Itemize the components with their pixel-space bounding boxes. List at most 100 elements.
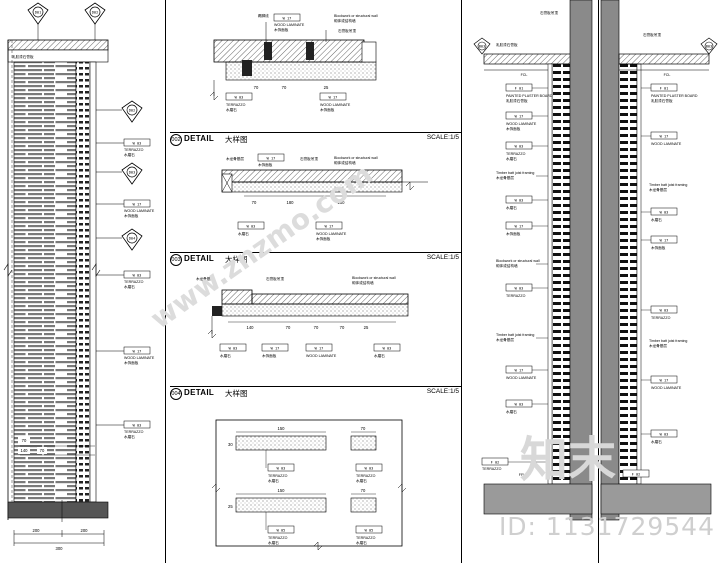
svg-text:25: 25: [364, 325, 369, 330]
svg-text:砌体或结构墙: 砌体或结构墙: [334, 18, 356, 23]
svg-text:W 17: W 17: [660, 379, 669, 383]
svg-text:水磨石: 水磨石: [506, 205, 517, 210]
svg-text:石膏板吊顶: 石膏板吊顶: [540, 10, 558, 15]
svg-text:W 03: W 03: [235, 96, 244, 100]
svg-text:300: 300: [56, 546, 64, 551]
svg-text:D02: D02: [92, 11, 99, 15]
svg-text:Blockwork or structural wall: Blockwork or structural wall: [334, 14, 378, 18]
svg-text:木饰面板: 木饰面板: [316, 236, 331, 241]
svg-text:W 17: W 17: [660, 239, 669, 243]
svg-text:Blockwork or structural wall: Blockwork or structural wall: [496, 259, 540, 263]
svg-text:木饰面板: 木饰面板: [258, 162, 273, 167]
svg-text:砌体或结构墙: 砌体或结构墙: [334, 160, 356, 165]
svg-text:W 17: W 17: [271, 347, 280, 351]
svg-text:TERRAZZO: TERRAZZO: [124, 148, 144, 152]
svg-text:TERRAZZO: TERRAZZO: [356, 474, 376, 478]
svg-text:W 03: W 03: [133, 142, 142, 146]
svg-text:W 03: W 03: [383, 347, 392, 351]
detail-002-drawing: 木龙骨基层 W 17 木饰面板 石膏板吊顶 Blockwork or struc…: [221, 153, 428, 241]
svg-text:D02: D02: [129, 109, 136, 113]
svg-text:W 03: W 03: [660, 433, 669, 437]
svg-text:TERRAZZO: TERRAZZO: [482, 467, 502, 471]
svg-text:水磨石: 水磨石: [226, 107, 237, 112]
svg-text:W 03: W 03: [365, 467, 374, 471]
svg-text:水磨石: 水磨石: [268, 478, 279, 483]
svg-text:水磨石: 水磨石: [506, 409, 517, 414]
svg-text:B03: B03: [479, 45, 486, 49]
svg-text:W 05: W 05: [365, 529, 374, 533]
detail-scale: SCALE:1/5: [426, 388, 459, 395]
callout-d03: D03: [121, 162, 143, 185]
detail-title-cn: 大样图: [225, 135, 248, 144]
svg-text:180: 180: [287, 200, 295, 205]
svg-text:D04: D04: [129, 237, 136, 241]
svg-text:W 17: W 17: [515, 115, 524, 119]
detail-scale: SCALE:1/5: [426, 254, 459, 261]
svg-text:TERRAZZO: TERRAZZO: [124, 430, 144, 434]
watermark-id: ID: 1131729544: [498, 512, 715, 541]
svg-text:WOOD LAMINATE: WOOD LAMINATE: [274, 23, 305, 27]
svg-text:W 03: W 03: [660, 309, 669, 313]
detail-header-004: 004 DETAIL 大样图 SCALE:1/5: [170, 386, 462, 401]
svg-text:30: 30: [228, 442, 233, 447]
svg-text:70: 70: [361, 488, 366, 493]
svg-text:200: 200: [81, 528, 89, 533]
svg-text:Timber batt joist framing: Timber batt joist framing: [496, 171, 534, 175]
svg-text:木饰面板: 木饰面板: [274, 27, 289, 32]
svg-text:WOOD LAMINATE: WOOD LAMINATE: [320, 103, 351, 107]
svg-text:W 03: W 03: [133, 274, 142, 278]
svg-text:W 03: W 03: [277, 467, 286, 471]
svg-text:W 03: W 03: [247, 225, 256, 229]
detail-number: 003: [170, 254, 182, 266]
svg-text:W 17: W 17: [315, 347, 324, 351]
svg-text:D01: D01: [35, 11, 42, 15]
detail-scale: SCALE:1/5: [426, 134, 459, 141]
detail-title: DETAIL: [184, 134, 215, 143]
svg-text:木饰面板: 木饰面板: [262, 353, 277, 358]
svg-text:木饰面板: 木饰面板: [506, 126, 521, 131]
svg-text:Timber batt joist framing: Timber batt joist framing: [649, 183, 687, 187]
svg-text:水磨石: 水磨石: [356, 478, 367, 483]
svg-text:TERRAZZO: TERRAZZO: [268, 474, 288, 478]
svg-text:Timber batt joist framing: Timber batt joist framing: [496, 333, 534, 337]
detail-001-drawing: 踢脚线 W 17 WOOD LAMINATE 木饰面板 Blockwork or…: [209, 13, 378, 112]
svg-text:木饰面板: 木饰面板: [124, 360, 139, 365]
svg-text:W 03: W 03: [515, 199, 524, 203]
svg-text:木龙骨基层: 木龙骨基层: [496, 337, 514, 342]
svg-text:F 02: F 02: [632, 473, 641, 477]
tag-w03-b: W 03 TERRAZZO 水磨石: [96, 270, 151, 289]
svg-text:Timber batt joist framing: Timber batt joist framing: [649, 339, 687, 343]
tag-w03-c: W 03 TERRAZZO 水磨石: [96, 420, 151, 439]
svg-text:25: 25: [324, 85, 329, 90]
svg-text:W 17: W 17: [660, 135, 669, 139]
detail-title-cn: 大样图: [225, 255, 248, 264]
svg-text:D03: D03: [129, 171, 136, 175]
panel-divider-3: [598, 0, 599, 563]
svg-text:W 03: W 03: [133, 424, 142, 428]
svg-text:W 17: W 17: [283, 17, 292, 21]
svg-text:Blockwork or structural wall: Blockwork or structural wall: [352, 276, 396, 280]
svg-text:木龙骨基层: 木龙骨基层: [496, 175, 514, 180]
panel-divider-2: [461, 0, 462, 563]
detail-004-drawing: 150 30 70 W 03 TERRAZZO 水磨石 W 03 TERRAZZ…: [211, 419, 407, 551]
svg-text:FCL: FCL: [664, 73, 671, 77]
detail-number: 004: [170, 388, 182, 400]
svg-text:F 01: F 01: [660, 87, 669, 91]
svg-text:70: 70: [361, 426, 366, 431]
svg-text:70: 70: [22, 438, 27, 443]
svg-text:木饰面板: 木饰面板: [124, 213, 139, 218]
callout-d02: D02: [84, 2, 106, 25]
svg-text:W 17: W 17: [267, 157, 276, 161]
svg-text:140: 140: [21, 448, 29, 453]
svg-text:乳胶漆石膏板: 乳胶漆石膏板: [506, 98, 528, 103]
svg-text:70: 70: [286, 325, 291, 330]
svg-text:水磨石: 水磨石: [124, 434, 135, 439]
svg-text:TERRAZZO: TERRAZZO: [226, 103, 246, 107]
svg-text:W 17: W 17: [329, 96, 338, 100]
svg-text:140: 140: [247, 325, 255, 330]
svg-text:WOOD LAMINATE: WOOD LAMINATE: [316, 232, 347, 236]
svg-text:WOOD LAMINATE: WOOD LAMINATE: [124, 209, 155, 213]
detail-header-002: 002 DETAIL 大样图 SCALE:1/5: [170, 132, 462, 147]
svg-text:180: 180: [338, 200, 346, 205]
svg-text:水磨石: 水磨石: [356, 540, 367, 545]
